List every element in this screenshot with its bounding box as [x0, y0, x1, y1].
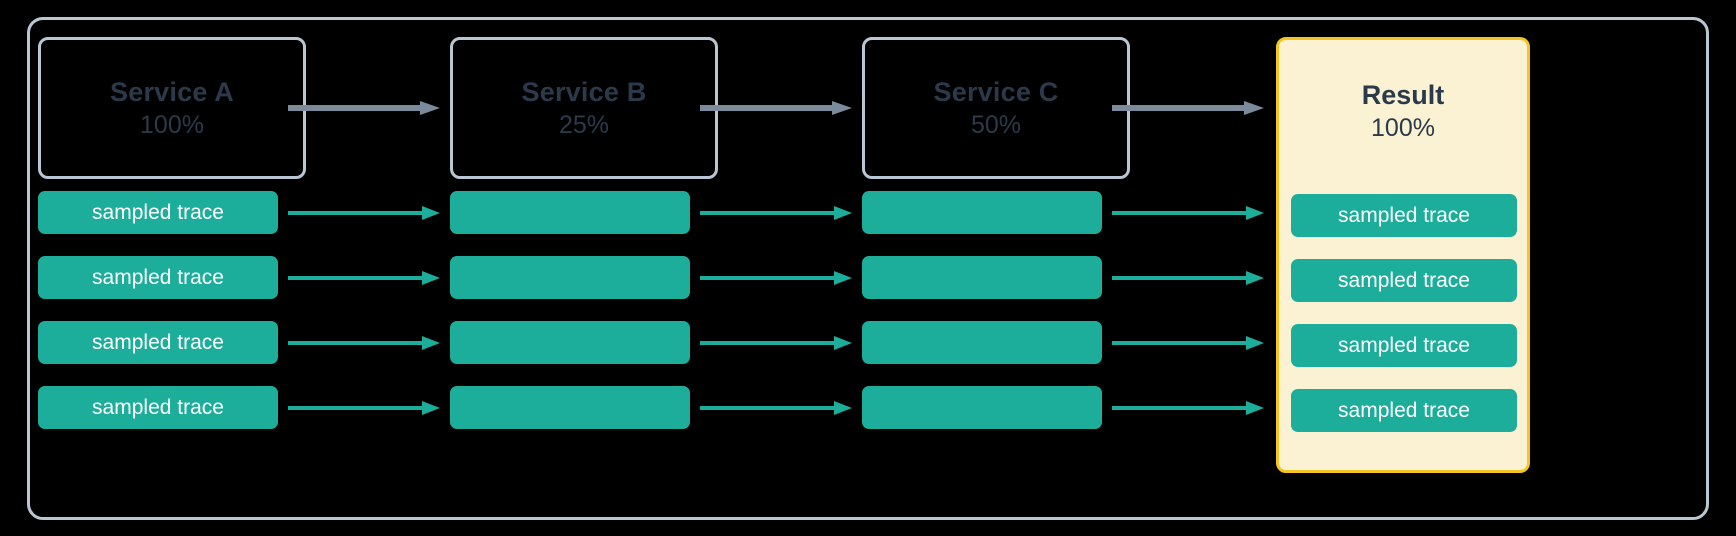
trace-bar[interactable] — [862, 256, 1102, 299]
service-percent: 25% — [558, 110, 610, 139]
trace-bar[interactable] — [450, 256, 690, 299]
service-title: Service C — [933, 76, 1059, 107]
trace-arrow-icon — [700, 206, 852, 220]
trace-bar-label: sampled trace — [92, 331, 224, 354]
trace-arrow-icon — [1112, 271, 1264, 285]
service-box-service-a[interactable]: Service A 100% — [38, 37, 306, 179]
result-title: Result — [1361, 79, 1445, 110]
trace-arrow-icon — [288, 271, 440, 285]
trace-bar-label: sampled trace — [92, 266, 224, 289]
trace-bar[interactable] — [862, 321, 1102, 364]
service-box-service-c[interactable]: Service C 50% — [862, 37, 1130, 179]
trace-arrow-icon — [288, 206, 440, 220]
trace-bar[interactable]: sampled trace — [1291, 194, 1517, 237]
trace-bar[interactable]: sampled trace — [38, 191, 278, 234]
trace-arrow-icon — [288, 336, 440, 350]
trace-bar-label: sampled trace — [92, 201, 224, 224]
trace-bar[interactable] — [862, 386, 1102, 429]
trace-arrow-icon — [700, 336, 852, 350]
trace-bar[interactable] — [862, 191, 1102, 234]
service-header-row: Service A 100% Service B 25% Service C 5… — [30, 20, 1706, 179]
trace-bar[interactable]: sampled trace — [38, 386, 278, 429]
trace-bar-label: sampled trace — [1338, 204, 1470, 227]
flow-arrow-icon — [700, 101, 852, 115]
result-percent: 100% — [1371, 113, 1435, 142]
sampling-flow-diagram: Service A 100% Service B 25% Service C 5… — [27, 17, 1709, 520]
trace-bar[interactable]: sampled trace — [38, 256, 278, 299]
trace-bar[interactable]: sampled trace — [1291, 259, 1517, 302]
trace-bar[interactable]: sampled trace — [1291, 389, 1517, 432]
result-column[interactable]: Result 100% sampled trace sampled trace … — [1276, 37, 1530, 473]
trace-arrow-icon — [700, 401, 852, 415]
trace-arrow-icon — [1112, 206, 1264, 220]
trace-bar[interactable] — [450, 191, 690, 234]
trace-bar[interactable]: sampled trace — [1291, 324, 1517, 367]
flow-arrow-icon — [1112, 101, 1264, 115]
trace-arrow-icon — [288, 401, 440, 415]
trace-bar-label: sampled trace — [1338, 399, 1470, 422]
service-percent: 100% — [140, 110, 204, 139]
trace-arrow-icon — [700, 271, 852, 285]
result-header: Result 100% — [1279, 40, 1527, 182]
trace-bar[interactable] — [450, 386, 690, 429]
trace-arrow-icon — [1112, 401, 1264, 415]
trace-bar-label: sampled trace — [1338, 334, 1470, 357]
trace-arrow-icon — [1112, 336, 1264, 350]
service-title: Service B — [521, 76, 647, 107]
trace-bar[interactable] — [450, 321, 690, 364]
service-box-service-b[interactable]: Service B 25% — [450, 37, 718, 179]
trace-bar[interactable]: sampled trace — [38, 321, 278, 364]
flow-arrow-icon — [288, 101, 440, 115]
service-percent: 50% — [970, 110, 1022, 139]
trace-bar-label: sampled trace — [1338, 269, 1470, 292]
trace-bar-label: sampled trace — [92, 396, 224, 419]
service-title: Service A — [110, 76, 234, 107]
